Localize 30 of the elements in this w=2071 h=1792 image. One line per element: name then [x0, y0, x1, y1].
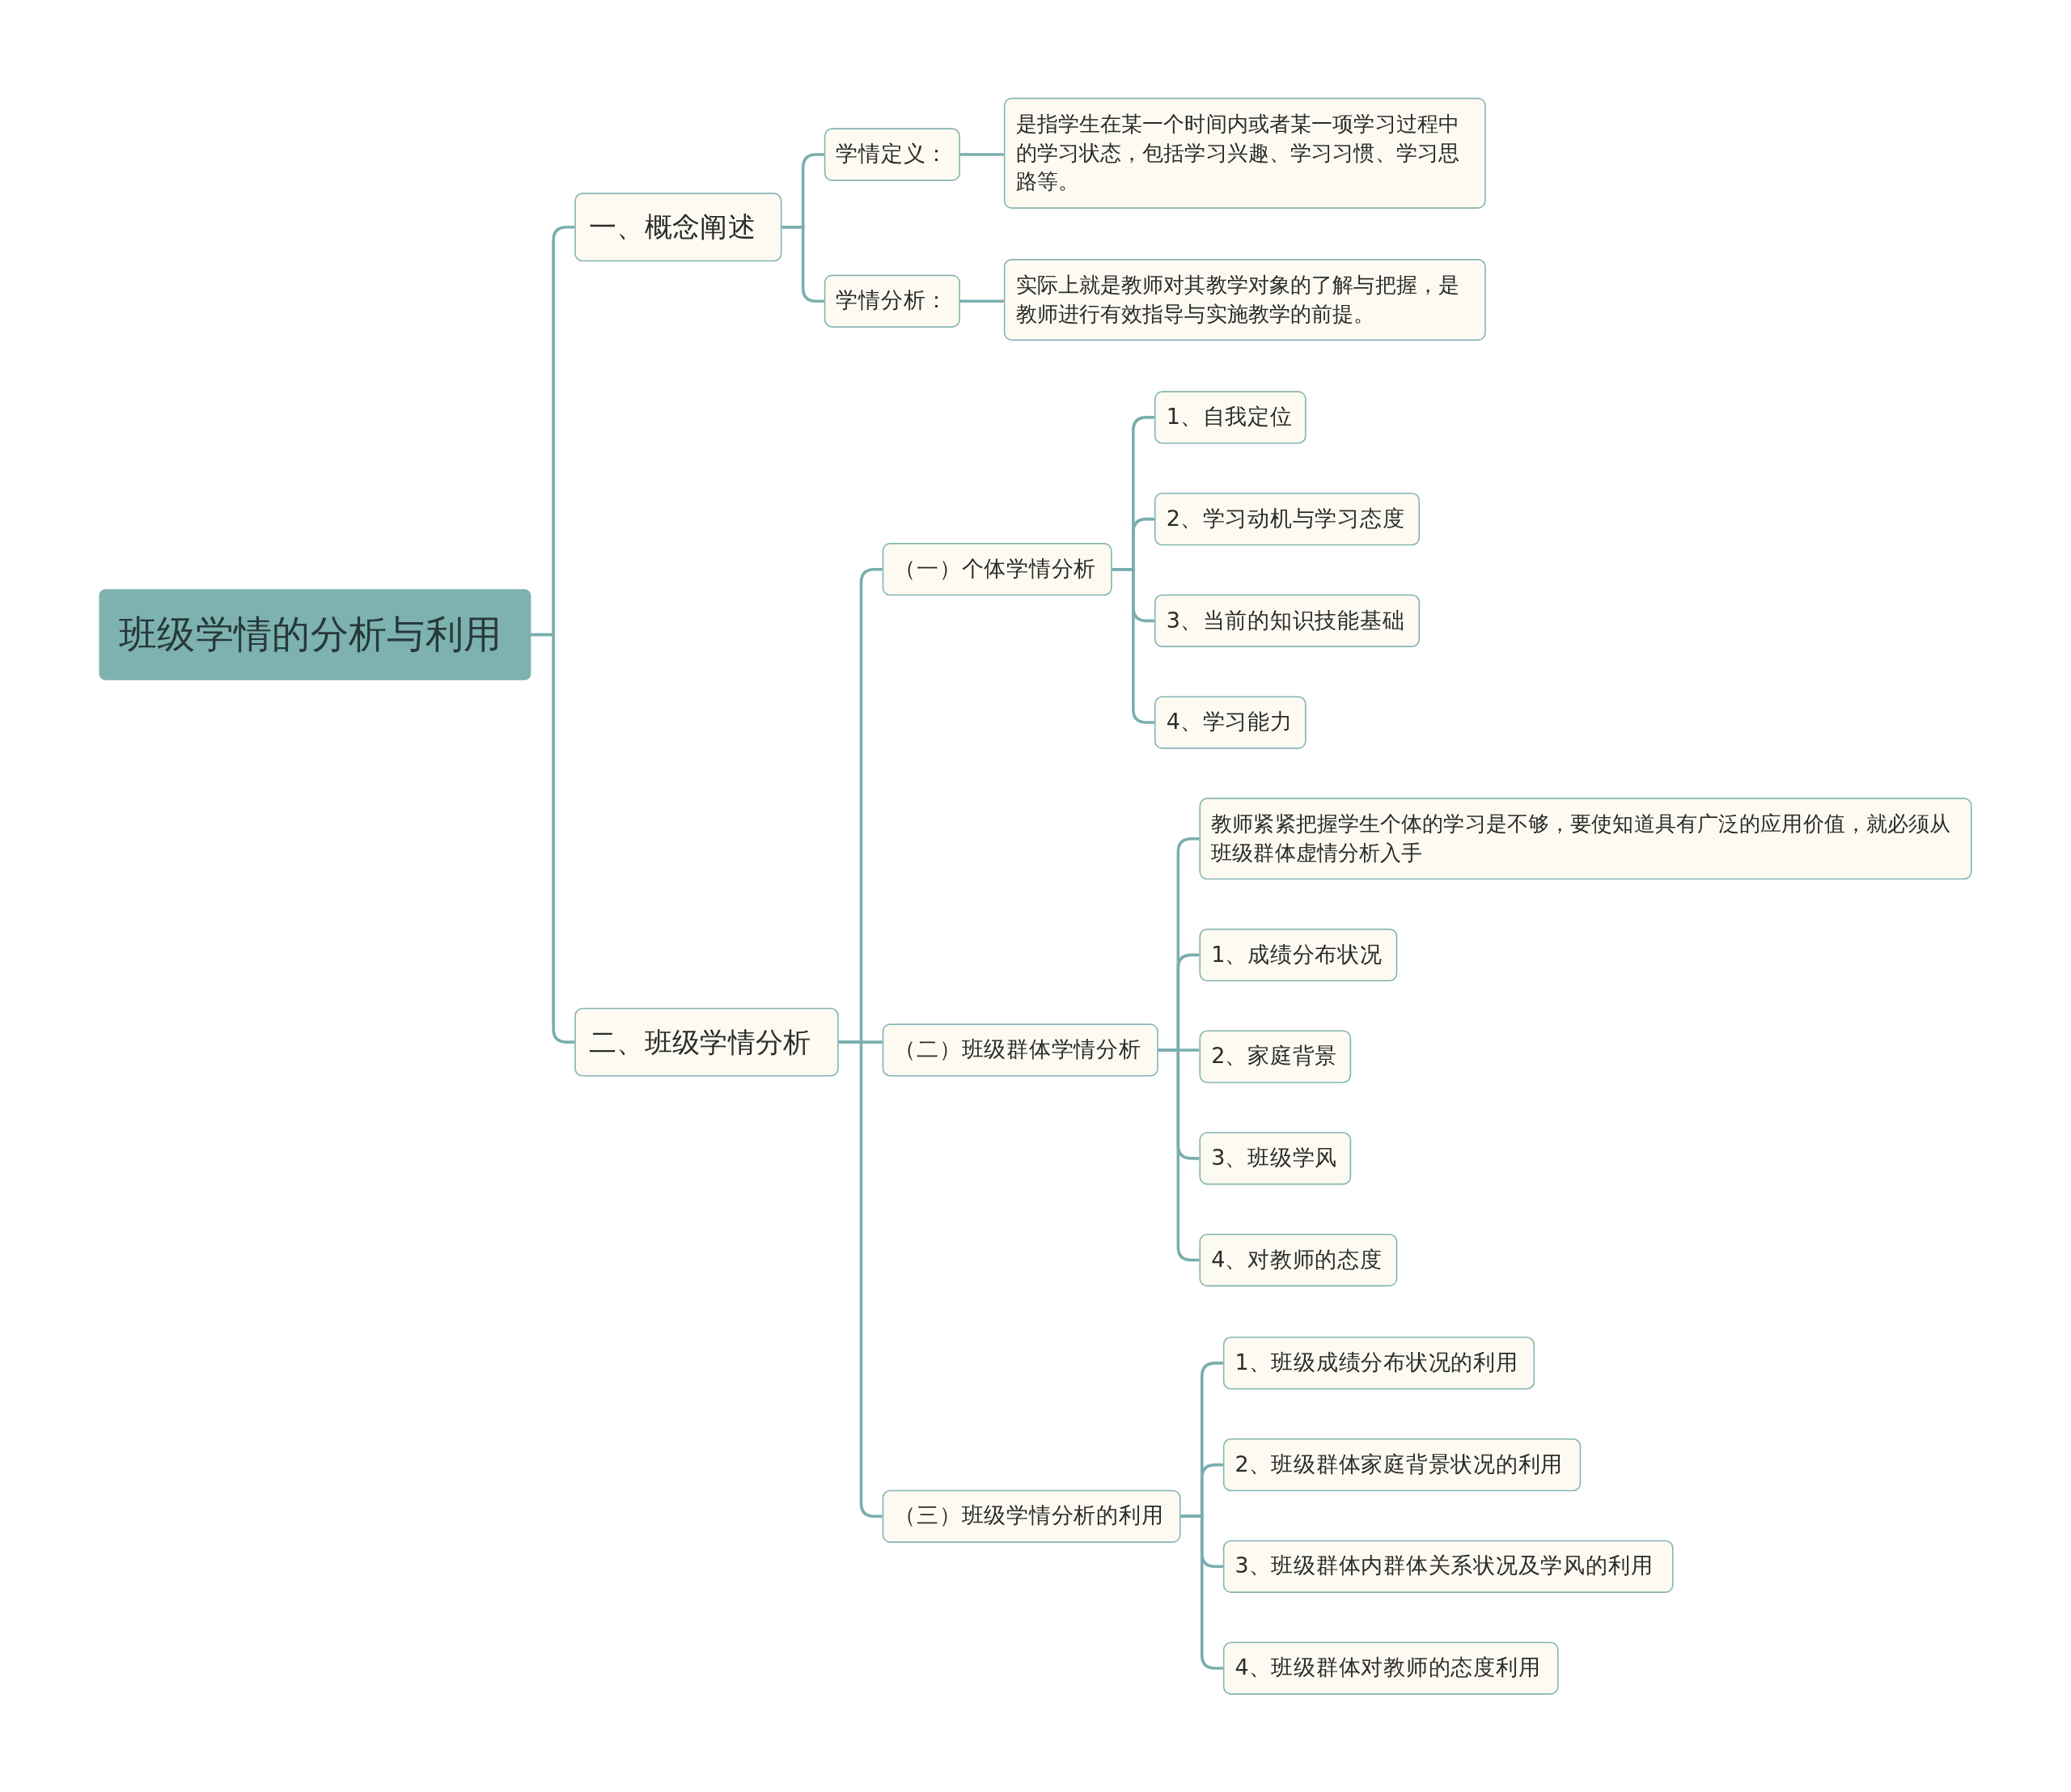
topic-box: （一）个体学情分析 [882, 543, 1112, 596]
topic-box: 3、当前的知识技能基础 [1154, 594, 1421, 647]
topic-box: 3、班级群体内群体关系状况及学风的利用 [1222, 1540, 1674, 1593]
topic-box: 4、班级群体对教师的态度利用 [1222, 1642, 1559, 1695]
connector-line [531, 633, 575, 1044]
topic-box: 1、班级成绩分布状况的利用 [1222, 1337, 1535, 1390]
topic-box: 2、家庭背景 [1199, 1030, 1352, 1083]
topic-box: 4、学习能力 [1154, 696, 1307, 749]
connector-line [1112, 567, 1154, 724]
connector-line [1158, 1049, 1200, 1262]
topic-box: 2、班级群体家庭背景状况的利用 [1222, 1438, 1582, 1492]
topic-box: 1、成绩分布状况 [1199, 928, 1398, 982]
topic-box: 二、班级学情分析 [574, 1007, 839, 1077]
topic-box: （三）班级学情分析的利用 [882, 1489, 1181, 1543]
connector-line [959, 299, 1004, 303]
topic-box: 一、概念阐述 [574, 193, 782, 262]
topic-box: 1、自我定位 [1154, 391, 1307, 444]
topic-box: （二）班级群体学情分析 [882, 1023, 1158, 1077]
note-box: 是指学生在某一个时间内或者某一项学习过程中的学习状态，包括学习兴趣、学习习惯、学习思路等。 [1003, 97, 1486, 209]
note-box: 实际上就是教师对其教学对象的了解与把握，是教师进行有效指导与实施教学的前提。 [1003, 259, 1486, 341]
connector-line [1180, 1515, 1223, 1670]
topic-box: 3、班级学风 [1199, 1132, 1352, 1185]
topic-box: 2、学习动机与学习态度 [1154, 493, 1421, 546]
topic-box: 学情定义： [824, 128, 960, 181]
topic-box: 4、对教师的态度 [1199, 1233, 1398, 1287]
note-box: 教师紧紧把握学生个体的学习是不够，要使知道具有广泛的应用价值，就必须从班级群体虚情分析入手 [1199, 798, 1972, 880]
root-topic-box: 班级学情的分析与利用 [99, 589, 532, 680]
connector-line [781, 226, 824, 303]
topic-box: 学情分析： [824, 274, 960, 328]
connector-line [959, 153, 1004, 156]
